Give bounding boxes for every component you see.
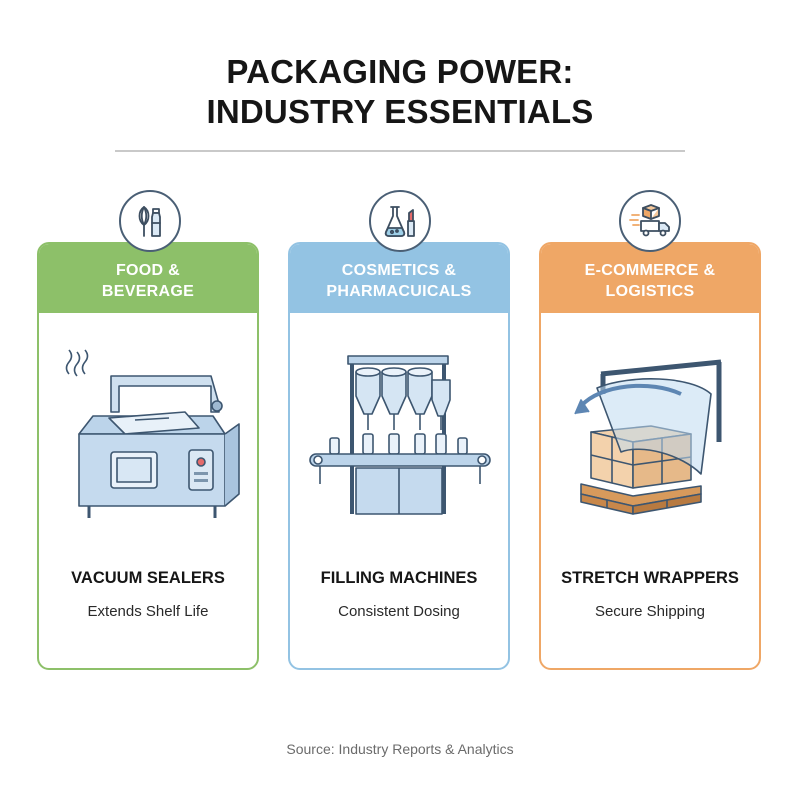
card-food-beverage: FOOD & BEVERAGE [37,242,259,670]
stretch-wrapper-illustration [574,359,722,515]
title-line-1: PACKAGING POWER: [226,53,574,90]
category-label-line-2: PHARMACUICALS [326,282,472,300]
title-divider [115,150,685,152]
category-label-line-2: BEVERAGE [101,282,195,300]
flask-lipstick-icon [369,190,431,252]
category-label-line-1: FOOD & [115,261,181,279]
source-note: Source: Industry Reports & Analytics [286,741,514,757]
machine-name: FILLING MACHINES [320,569,478,587]
card-header: FOOD & BEVERAGE [39,244,257,313]
delivery-truck-icon [619,190,681,252]
card-cosmetics-pharma: COSMETICS & PHARMACUICALS [288,242,510,670]
category-label-line-2: LOGISTICS [605,282,695,300]
vacuum-sealer-illustration [65,349,240,518]
title-line-2: INDUSTRY ESSENTIALS [206,93,594,130]
category-label-line-1: E-COMMERCE & [584,261,716,279]
machine-name: STRETCH WRAPPERS [561,569,739,587]
card-ecommerce-logistics: E-COMMERCE & LOGISTICS [539,242,761,670]
machine-benefit: Extends Shelf Life [87,603,209,620]
whisk-bottle-icon [119,190,181,252]
category-label-line-1: COSMETICS & [341,261,457,279]
page-title: PACKAGING POWER: INDUSTRY ESSENTIALS [0,52,800,132]
card-header: E-COMMERCE & LOGISTICS [541,244,759,313]
machine-name: VACUUM SEALERS [71,569,225,587]
filling-machine-illustration [309,355,491,515]
machine-benefit: Secure Shipping [594,603,706,620]
machine-benefit: Consistent Dosing [338,603,460,620]
card-header: COSMETICS & PHARMACUICALS [290,244,508,313]
